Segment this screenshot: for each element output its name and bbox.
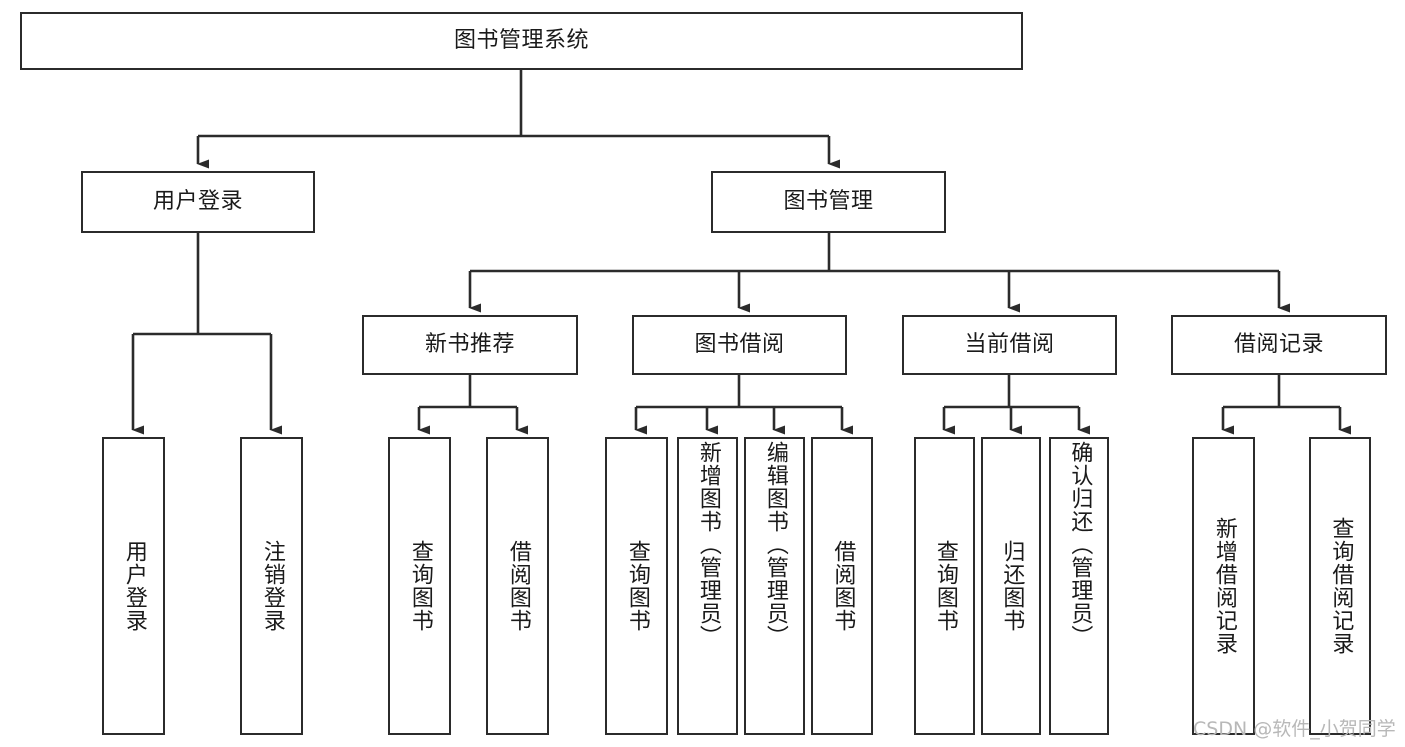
node-book-manage-label: 图书管理 xyxy=(783,188,874,214)
node-root[interactable]: 图书管理系统 xyxy=(20,12,1023,70)
node-leaf-return-book[interactable]: 归还图书 xyxy=(981,437,1041,735)
node-leaf-query-book-borrow[interactable]: 查询图书 xyxy=(605,437,668,735)
node-leaf-borrow-book[interactable]: 借阅图书 xyxy=(811,437,873,735)
node-new-book-recommend-label: 新书推荐 xyxy=(424,331,515,357)
node-new-book-recommend[interactable]: 新书推荐 xyxy=(362,315,578,375)
node-leaf-query-borrow-record-label: 查询借阅记录 xyxy=(1328,517,1354,655)
node-leaf-edit-book-admin-label: 编辑图书（管理员） xyxy=(762,441,788,648)
node-leaf-add-book-admin[interactable]: 新增图书（管理员） xyxy=(677,437,738,735)
node-book-manage[interactable]: 图书管理 xyxy=(711,171,946,233)
node-leaf-borrow-book-rec-label: 借阅图书 xyxy=(505,540,531,632)
node-leaf-borrow-book-label: 借阅图书 xyxy=(830,540,856,632)
node-user-login[interactable]: 用户登录 xyxy=(81,171,315,233)
node-leaf-add-borrow-record[interactable]: 新增借阅记录 xyxy=(1192,437,1255,735)
node-leaf-confirm-return-admin[interactable]: 确认归还（管理员） xyxy=(1049,437,1109,735)
node-leaf-add-borrow-record-label: 新增借阅记录 xyxy=(1211,517,1237,655)
node-leaf-user-login[interactable]: 用户登录 xyxy=(102,437,165,735)
node-leaf-user-logout[interactable]: 注销登录 xyxy=(240,437,303,735)
node-leaf-query-book-cur-label: 查询图书 xyxy=(932,540,958,632)
node-leaf-query-book-cur[interactable]: 查询图书 xyxy=(914,437,975,735)
node-leaf-confirm-return-admin-label: 确认归还（管理员） xyxy=(1067,441,1093,648)
node-book-borrow-label: 图书借阅 xyxy=(694,331,785,357)
node-current-borrow[interactable]: 当前借阅 xyxy=(902,315,1117,375)
node-leaf-user-login-label: 用户登录 xyxy=(121,540,147,632)
node-leaf-add-book-admin-label: 新增图书（管理员） xyxy=(695,441,721,648)
node-borrow-record[interactable]: 借阅记录 xyxy=(1171,315,1387,375)
node-book-borrow[interactable]: 图书借阅 xyxy=(632,315,847,375)
node-leaf-query-book-rec[interactable]: 查询图书 xyxy=(388,437,451,735)
node-leaf-query-book-rec-label: 查询图书 xyxy=(407,540,433,632)
node-user-login-label: 用户登录 xyxy=(152,188,243,214)
node-root-label: 图书管理系统 xyxy=(453,27,589,53)
node-leaf-return-book-label: 归还图书 xyxy=(999,540,1025,632)
node-leaf-borrow-book-rec[interactable]: 借阅图书 xyxy=(486,437,549,735)
node-leaf-query-book-borrow-label: 查询图书 xyxy=(624,540,650,632)
node-borrow-record-label: 借阅记录 xyxy=(1233,331,1324,357)
node-current-borrow-label: 当前借阅 xyxy=(964,331,1055,357)
node-leaf-edit-book-admin[interactable]: 编辑图书（管理员） xyxy=(744,437,805,735)
node-leaf-user-logout-label: 注销登录 xyxy=(259,540,285,632)
node-leaf-query-borrow-record[interactable]: 查询借阅记录 xyxy=(1309,437,1371,735)
